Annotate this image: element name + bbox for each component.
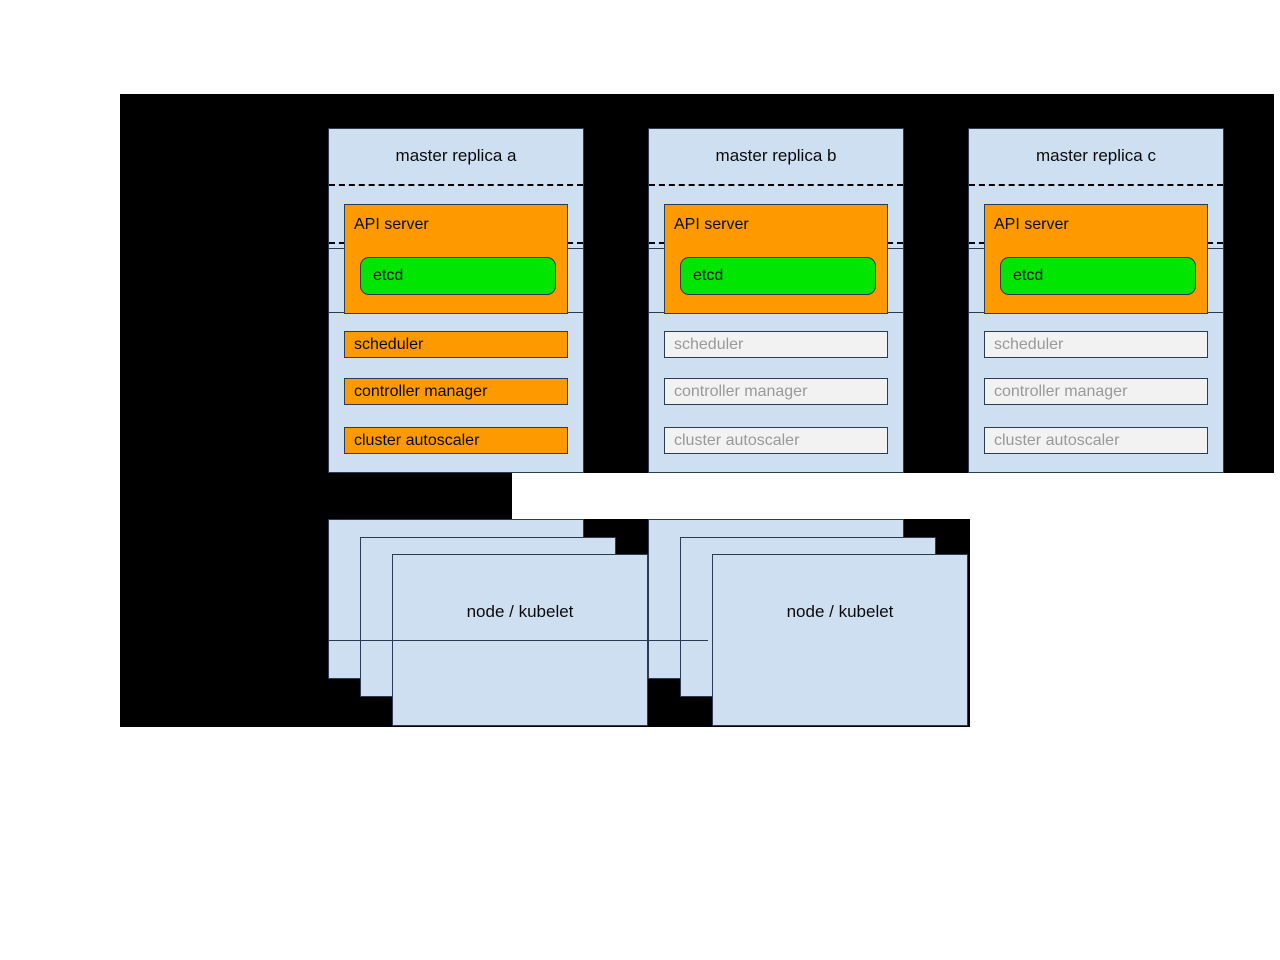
- etcd-c[interactable]: etcd: [1000, 257, 1196, 295]
- replica-title-divider-c: [969, 184, 1223, 186]
- api-server-label-a: API server: [354, 216, 429, 233]
- etcd-a[interactable]: etcd: [360, 257, 556, 295]
- node-stack-crossing-rule: [328, 640, 708, 641]
- node-group-2-label: node / kubelet: [786, 602, 894, 621]
- cluster-autoscaler-b[interactable]: cluster autoscaler: [664, 427, 888, 454]
- node-group-2-card-front[interactable]: node / kubelet: [712, 554, 968, 726]
- controller-manager-a[interactable]: controller manager: [344, 378, 568, 405]
- etcd-b[interactable]: etcd: [680, 257, 876, 295]
- scheduler-c[interactable]: scheduler: [984, 331, 1208, 358]
- node-group-1-label: node / kubelet: [466, 602, 574, 621]
- replica-title-divider-b: [649, 184, 903, 186]
- cluster-autoscaler-a[interactable]: cluster autoscaler: [344, 427, 568, 454]
- api-server-label-c: API server: [994, 216, 1069, 233]
- scheduler-a[interactable]: scheduler: [344, 331, 568, 358]
- master-replica-a-title: master replica a: [395, 146, 517, 165]
- controller-manager-b[interactable]: controller manager: [664, 378, 888, 405]
- controller-manager-c[interactable]: controller manager: [984, 378, 1208, 405]
- cluster-autoscaler-c[interactable]: cluster autoscaler: [984, 427, 1208, 454]
- master-replica-b-title: master replica b: [715, 146, 837, 165]
- replica-title-divider-a: [329, 184, 583, 186]
- api-server-label-b: API server: [674, 216, 749, 233]
- knockout-patch-right: [970, 473, 1280, 727]
- scheduler-b[interactable]: scheduler: [664, 331, 888, 358]
- master-replica-c-title: master replica c: [1036, 146, 1156, 165]
- backdrop-band-middle: [120, 473, 512, 519]
